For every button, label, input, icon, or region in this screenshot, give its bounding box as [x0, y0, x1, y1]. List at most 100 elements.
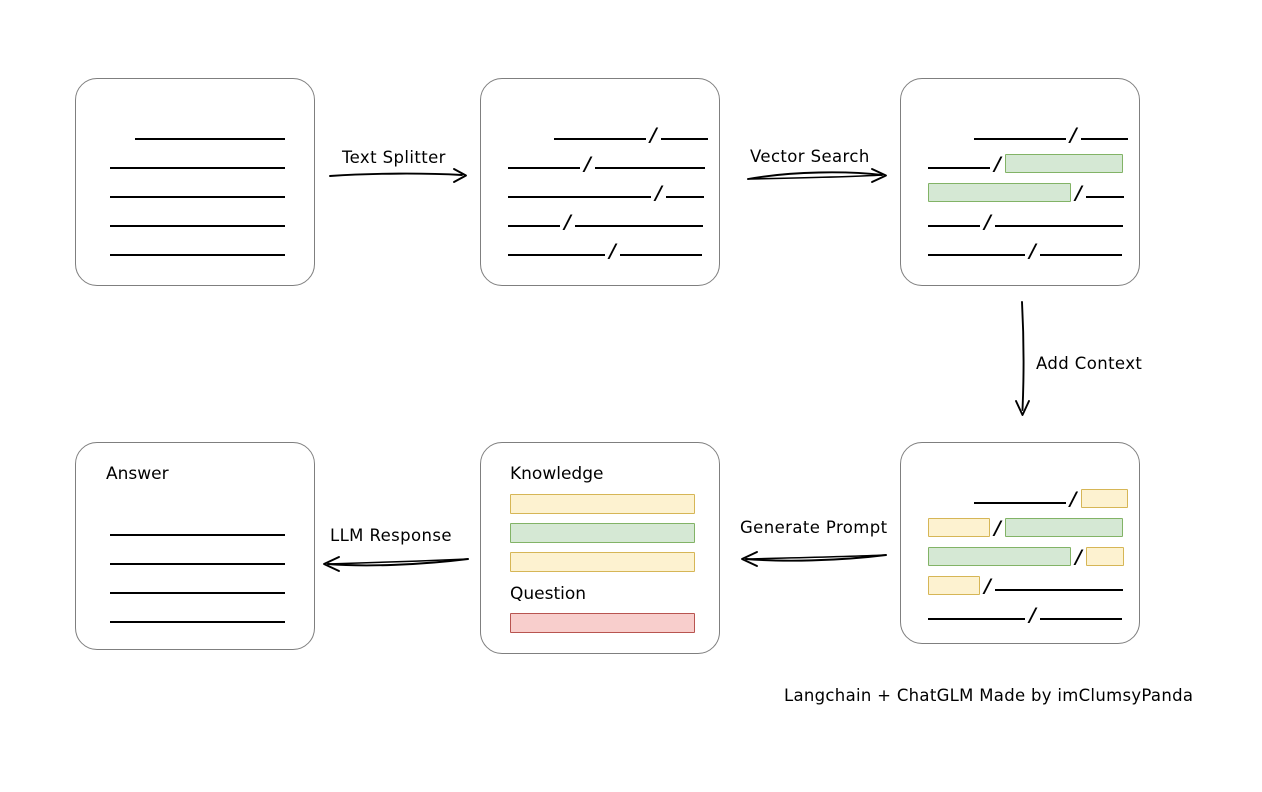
text-line-segment — [110, 196, 285, 198]
document-line-row — [110, 572, 310, 594]
knowledge-bar-green — [510, 523, 695, 543]
document-line-row: / — [508, 176, 708, 204]
text-line-segment — [974, 138, 1066, 140]
highlight-yellow-segment — [928, 576, 980, 595]
document-line-row: / — [928, 482, 1128, 510]
text-line-segment — [928, 618, 1025, 620]
knowledge-label: Knowledge — [510, 464, 604, 484]
text-line-segment — [110, 621, 285, 623]
text-line-segment — [508, 167, 580, 169]
arrow-add-context — [1015, 301, 1030, 416]
slash-separator: / — [994, 517, 1001, 539]
document-line-row: / — [928, 176, 1128, 203]
document-line-row — [110, 601, 310, 623]
text-line-segment — [110, 225, 285, 227]
knowledge-bar-yellow — [510, 552, 695, 572]
document-line-row: / — [928, 147, 1128, 175]
text-line-segment — [110, 534, 285, 536]
text-line-segment — [928, 225, 980, 227]
document-line-row: / — [508, 118, 708, 146]
text-line-segment — [1039, 254, 1122, 256]
text-line-segment — [660, 138, 708, 140]
highlight-green-segment — [1004, 154, 1123, 173]
text-line-segment — [110, 254, 285, 256]
text-line-segment — [1039, 618, 1122, 620]
arrow-generate-prompt — [741, 551, 887, 567]
knowledge-bar-yellow — [510, 494, 695, 514]
slash-separator: / — [1069, 488, 1077, 510]
node-vector-matched-document[interactable] — [900, 78, 1140, 286]
document-line-row — [110, 543, 310, 565]
text-line-segment — [508, 196, 651, 198]
highlight-green-segment — [1004, 518, 1123, 537]
text-line-segment — [1085, 196, 1124, 198]
document-line-row: / — [508, 205, 708, 233]
text-line-segment — [110, 563, 285, 565]
highlight-green-segment — [928, 547, 1071, 566]
edge-label-llm-response: LLM Response — [330, 526, 452, 545]
slash-separator: / — [994, 153, 1001, 175]
edge-label-generate-prompt: Generate Prompt — [740, 518, 888, 537]
document-line-row — [110, 234, 310, 256]
text-line-segment — [594, 167, 705, 169]
arrow-text-splitter — [329, 168, 467, 183]
edge-label-vector-search: Vector Search — [750, 147, 870, 166]
node-answer[interactable] — [75, 442, 315, 650]
text-line-segment — [508, 225, 560, 227]
text-line-segment — [574, 225, 703, 227]
text-line-segment — [1080, 138, 1128, 140]
text-line-segment — [928, 167, 990, 169]
slash-separator: / — [584, 153, 591, 175]
text-line-segment — [994, 589, 1123, 591]
node-document-with-context[interactable] — [900, 442, 1140, 644]
document-line-row — [110, 205, 310, 227]
document-line-row: / — [928, 118, 1128, 146]
highlight-yellow-segment — [1085, 547, 1124, 566]
slash-separator: / — [649, 124, 657, 146]
highlight-yellow-segment — [928, 518, 990, 537]
text-line-segment — [619, 254, 702, 256]
text-line-segment — [928, 254, 1025, 256]
slash-separator: / — [1029, 240, 1036, 262]
arrow-vector-search — [747, 168, 887, 183]
answer-title: Answer — [106, 464, 169, 484]
slash-separator: / — [984, 575, 991, 597]
text-line-segment — [554, 138, 646, 140]
node-split-document[interactable] — [480, 78, 720, 286]
slash-separator: / — [609, 240, 616, 262]
edge-label-text-splitter: Text Splitter — [342, 148, 446, 167]
question-bar-red — [510, 613, 695, 633]
text-line-segment — [994, 225, 1123, 227]
slash-separator: / — [655, 182, 662, 204]
document-line-row: / — [928, 205, 1128, 233]
document-line-row: / — [928, 569, 1128, 597]
text-line-segment — [110, 167, 285, 169]
edge-label-add-context: Add Context — [1036, 354, 1143, 373]
credit-text: Langchain + ChatGLM Made by imClumsyPand… — [784, 686, 1194, 705]
node-source-document[interactable] — [75, 78, 315, 286]
document-line-row — [110, 176, 310, 198]
document-line-row — [110, 514, 310, 536]
document-line-row: / — [928, 234, 1128, 262]
text-line-segment — [974, 502, 1066, 504]
document-line-row: / — [508, 147, 708, 175]
slash-separator: / — [1075, 546, 1082, 568]
question-label: Question — [510, 584, 587, 604]
text-line-segment — [665, 196, 704, 198]
text-line-segment — [110, 592, 285, 594]
document-line-row: / — [928, 511, 1128, 539]
document-line-row: / — [928, 540, 1128, 568]
arrow-llm-response — [323, 556, 469, 572]
highlight-yellow-segment — [1080, 489, 1128, 508]
document-line-row — [110, 147, 310, 169]
text-line-segment — [508, 254, 605, 256]
slash-separator: / — [984, 211, 991, 233]
highlight-green-segment — [928, 183, 1071, 202]
document-line-row — [135, 118, 335, 140]
text-line-segment — [135, 138, 285, 140]
slash-separator: / — [564, 211, 571, 233]
slash-separator: / — [1029, 604, 1036, 626]
slash-separator: / — [1069, 124, 1077, 146]
document-line-row: / — [508, 234, 708, 262]
